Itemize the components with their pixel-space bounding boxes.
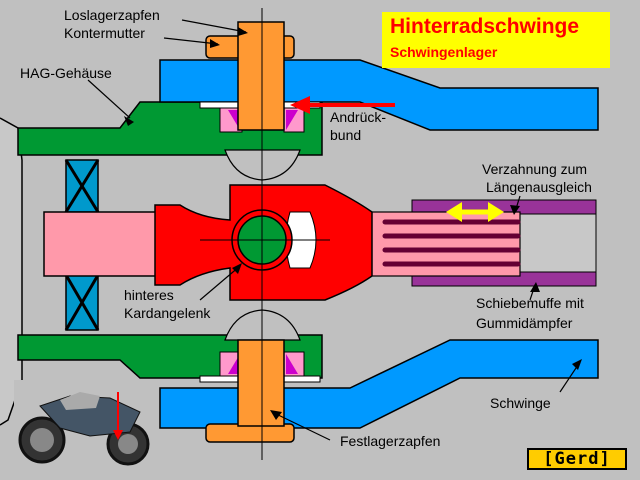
label-loslager-line2: Kontermutter (64, 25, 145, 41)
title-box: Hinterradschwinge Schwingenlager (382, 12, 610, 68)
label-festlager: Festlagerzapfen (340, 433, 440, 449)
upper-taper-bearing-inner-left (228, 110, 240, 130)
spline-teeth (382, 219, 521, 267)
label-verzahnung-line1: Verzahnung zum (482, 161, 587, 177)
leader-lines (87, 19, 581, 441)
length-compensation-arrow (446, 202, 504, 222)
housing-shell-outline (0, 117, 23, 426)
gerd-logo: [Gerd] (527, 448, 627, 470)
label-andrueck-line1: Andrück- (330, 109, 386, 125)
title-sub: Schwingenlager (390, 44, 498, 60)
gerd-logo-text: [Gerd] (543, 449, 611, 469)
label-verzahnung-line2: Längenausgleich (486, 179, 592, 195)
andrueckbund-arrow (290, 96, 395, 114)
title-main: Hinterradschwinge (390, 15, 580, 38)
label-hag: HAG-Gehäuse (20, 65, 112, 81)
drive-shaft-left (43, 211, 160, 277)
loslager-pin (237, 21, 285, 131)
label-schiebe-line1: Schiebemuffe mit (476, 295, 584, 311)
label-loslager-line1: Loslagerzapfen (64, 7, 160, 23)
label-kardan-line1: hinteres (124, 287, 174, 303)
lower-taper-bearing-inner-left (228, 354, 240, 374)
leader-arrowheads (124, 27, 582, 420)
lower-taper-bearing-inner-right (286, 354, 298, 374)
label-schiebe-line2: Gummidämpfer (476, 315, 573, 331)
center-lines (200, 8, 330, 460)
label-schwinge: Schwinge (490, 395, 551, 411)
label-andrueck-line2: bund (330, 127, 361, 143)
label-kardan-line2: Kardangelenk (124, 305, 211, 321)
motorcycle-thumbnail (14, 380, 154, 470)
upper-taper-bearing-inner-right (286, 110, 298, 130)
